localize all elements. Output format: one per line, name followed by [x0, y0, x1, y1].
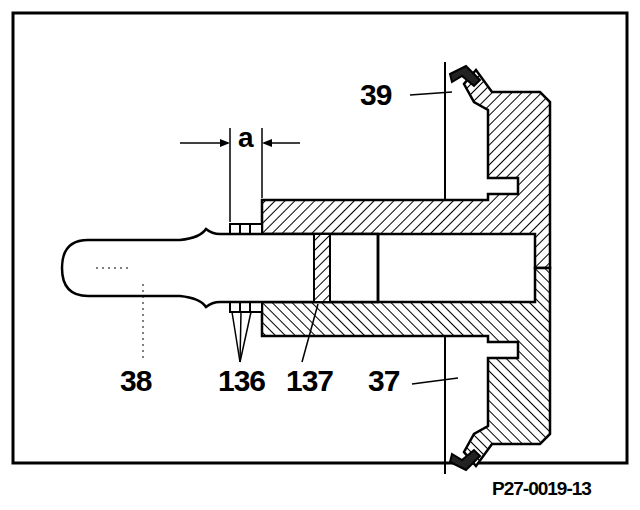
callout-number: 137 — [286, 366, 333, 396]
callout-number: 37 — [368, 366, 399, 396]
dimension-label: a — [238, 124, 253, 152]
callout-number: 136 — [218, 366, 265, 396]
figure-code: P27-0019-13 — [492, 479, 591, 498]
callout-number: 38 — [120, 366, 151, 396]
callout-number: 39 — [360, 80, 391, 110]
